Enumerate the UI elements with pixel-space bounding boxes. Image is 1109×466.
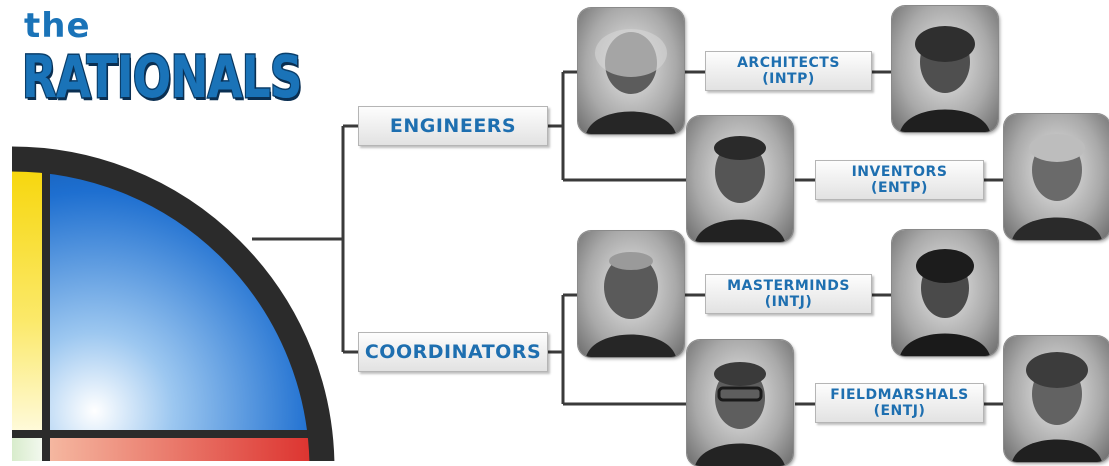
type-masterminds-name: MASTERMINDS bbox=[727, 278, 850, 294]
wheel-divider-vertical bbox=[42, 147, 50, 461]
type-inventors-code: (ENTP) bbox=[871, 180, 928, 196]
wheel-quadrant-red bbox=[50, 438, 334, 461]
portrait-inventor-left-photo bbox=[687, 116, 793, 242]
portrait-fieldmarshal-right-photo bbox=[1004, 336, 1109, 462]
wheel-quadrant-yellow bbox=[12, 147, 42, 437]
group-coordinators-box: COORDINATORS bbox=[358, 332, 548, 372]
portrait-architect-right-photo bbox=[892, 6, 998, 132]
group-engineers-box: ENGINEERS bbox=[358, 106, 548, 146]
type-architects-name: ARCHITECTS bbox=[737, 55, 840, 71]
group-coordinators-label: COORDINATORS bbox=[364, 341, 542, 363]
type-masterminds-box: MASTERMINDS (INTJ) bbox=[705, 274, 872, 314]
type-fieldmarshals-code: (ENTJ) bbox=[873, 403, 926, 419]
portrait-inventor-right-photo bbox=[1004, 114, 1109, 240]
type-fieldmarshals-box: FIELDMARSHALS (ENTJ) bbox=[815, 383, 984, 423]
connector-lines bbox=[252, 70, 1004, 406]
type-inventors-name: INVENTORS bbox=[851, 164, 948, 180]
group-engineers-label: ENGINEERS bbox=[389, 115, 517, 137]
type-architects-code: (INTP) bbox=[762, 71, 815, 87]
wheel-divider-horizontal bbox=[12, 430, 334, 438]
portrait-mastermind-right-photo bbox=[892, 230, 998, 356]
wheel-quadrant-green bbox=[12, 438, 42, 461]
portrait-mastermind-left-photo bbox=[578, 231, 684, 357]
type-masterminds-code: (INTJ) bbox=[764, 294, 813, 310]
page-title: RATIONALS bbox=[21, 43, 304, 112]
portrait-architect-left-photo bbox=[578, 8, 684, 134]
wheel-outer-ring bbox=[11, 146, 335, 461]
portrait-fieldmarshal-left-photo bbox=[687, 340, 793, 466]
type-inventors-box: INVENTORS (ENTP) bbox=[815, 160, 984, 200]
type-architects-box: ARCHITECTS (INTP) bbox=[705, 51, 872, 91]
title-small: the bbox=[24, 6, 91, 46]
type-fieldmarshals-name: FIELDMARSHALS bbox=[830, 387, 969, 403]
